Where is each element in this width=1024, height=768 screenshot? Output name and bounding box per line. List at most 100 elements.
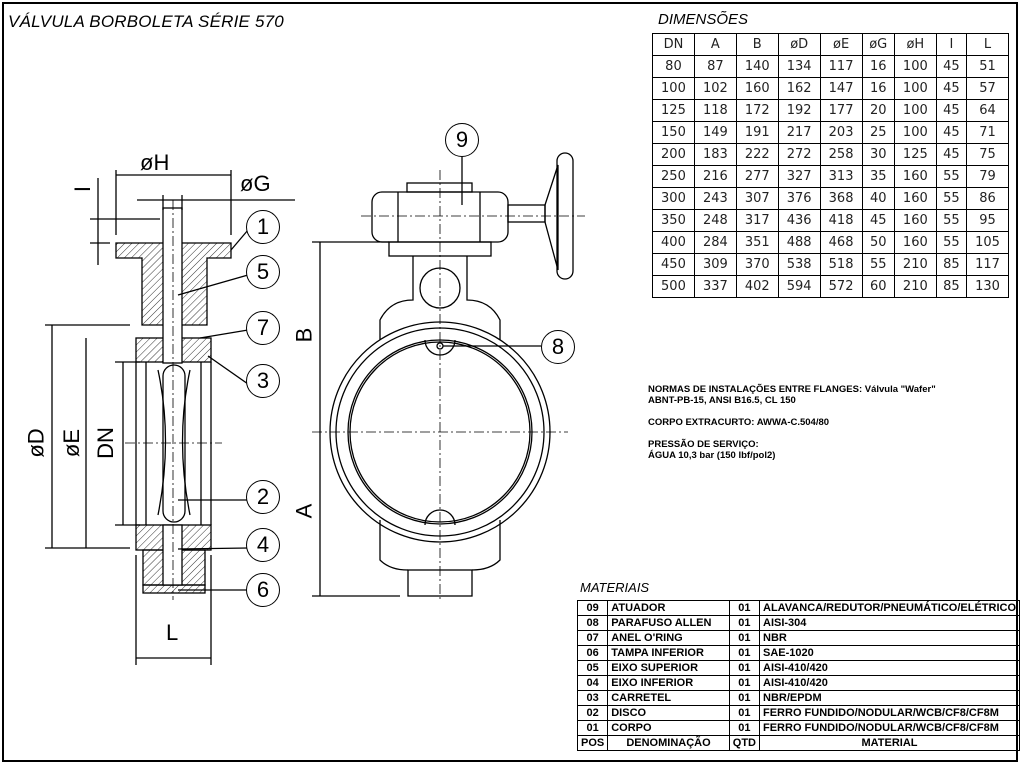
dimensions-cell: 217	[777, 121, 821, 144]
dim-label-l: L	[166, 620, 179, 645]
materials-cell: DENOMINAÇÃO	[607, 735, 730, 751]
callout-7: 7	[246, 311, 280, 345]
materials-cell: FERRO FUNDIDO/NODULAR/WCB/CF8/CF8M	[759, 720, 1020, 736]
dimensions-cell: 307	[735, 187, 779, 210]
dimensions-cell: 102	[693, 77, 737, 100]
dimensions-cell: 130	[966, 275, 1009, 298]
dimensions-cell: 16	[861, 77, 895, 100]
dimensions-cell: 277	[735, 165, 779, 188]
materials-cell: 06	[576, 645, 609, 661]
dimensions-cell: 95	[966, 209, 1009, 232]
dimensions-cell: 100	[893, 99, 937, 122]
materials-cell: 01	[728, 720, 761, 736]
dimensions-cell: 183	[693, 143, 737, 166]
callout-3: 3	[246, 364, 280, 398]
dimensions-cell: 30	[861, 143, 895, 166]
dimensions-cell: 309	[693, 253, 737, 276]
dimensions-cell: 172	[735, 99, 779, 122]
materials-cell: QTD	[728, 735, 761, 751]
dimensions-cell: 35	[861, 165, 895, 188]
dimensions-cell: 80	[652, 55, 695, 78]
dimensions-cell: 75	[966, 143, 1009, 166]
dimensions-cell: 368	[819, 187, 863, 210]
materials-cell: SAE-1020	[759, 645, 1020, 661]
dimensions-cell: 317	[735, 209, 779, 232]
dimensions-cell: 160	[893, 165, 937, 188]
materials-cell: ALAVANCA/REDUTOR/PNEUMÁTICO/ELÉTRICO	[759, 600, 1020, 616]
dimensions-cell: 79	[966, 165, 1009, 188]
dimensions-cell: 45	[935, 99, 968, 122]
dimensions-cell: 105	[966, 231, 1009, 254]
drawing-title: VÁLVULA BORBOLETA SÉRIE 570	[8, 12, 284, 31]
dimensions-cell: 402	[735, 275, 779, 298]
dimensions-cell: 450	[652, 253, 695, 276]
materials-cell: NBR/EPDM	[759, 690, 1020, 706]
materials-cell: 01	[728, 645, 761, 661]
materials-cell: 07	[576, 630, 609, 646]
dimensions-cell: 16	[861, 55, 895, 78]
dimensions-cell: 64	[966, 99, 1009, 122]
dim-label-e: øE	[59, 428, 85, 458]
dimensions-title: DIMENSÕES	[658, 11, 749, 28]
dimensions-cell: 147	[819, 77, 863, 100]
dimensions-cell: 210	[893, 275, 937, 298]
dimensions-cell: 500	[652, 275, 695, 298]
dimensions-cell: 313	[819, 165, 863, 188]
materials-cell: 01	[728, 600, 761, 616]
materials-cell: TAMPA INFERIOR	[607, 645, 730, 661]
materials-cell: 01	[728, 615, 761, 631]
materials-cell: FERRO FUNDIDO/NODULAR/WCB/CF8/CF8M	[759, 705, 1020, 721]
note-pressure-value: ÁGUA 10,3 bar (150 lbf/pol2)	[648, 450, 776, 461]
dim-label-b: B	[291, 327, 317, 343]
materials-cell: 04	[576, 675, 609, 691]
dimensions-cell: 85	[935, 275, 968, 298]
callout-9: 9	[445, 123, 479, 157]
dimensions-cell: 160	[893, 187, 937, 210]
dimensions-cell: 160	[893, 231, 937, 254]
materials-cell: PARAFUSO ALLEN	[607, 615, 730, 631]
dimensions-cell: 192	[777, 99, 821, 122]
section-view	[45, 170, 295, 665]
note-standards: NORMAS DE INSTALAÇÕES ENTRE FLANGES: Vál…	[648, 384, 936, 395]
dimensions-header-cell: øG	[861, 33, 895, 56]
dimensions-cell: 400	[652, 231, 695, 254]
dimensions-cell: 57	[966, 77, 1009, 100]
dimensions-cell: 572	[819, 275, 863, 298]
dimensions-cell: 518	[819, 253, 863, 276]
dimensions-cell: 488	[777, 231, 821, 254]
dimensions-cell: 160	[893, 209, 937, 232]
dimensions-cell: 25	[861, 121, 895, 144]
dimensions-cell: 45	[935, 77, 968, 100]
callout-4: 4	[246, 528, 280, 562]
dimensions-cell: 337	[693, 275, 737, 298]
dimensions-cell: 50	[861, 231, 895, 254]
dimensions-cell: 45	[861, 209, 895, 232]
materials-cell: AISI-410/420	[759, 675, 1020, 691]
dimensions-cell: 134	[777, 55, 821, 78]
materials-title: MATERIAIS	[580, 580, 650, 595]
materials-cell: NBR	[759, 630, 1020, 646]
dimensions-cell: 85	[935, 253, 968, 276]
materials-cell: EIXO INFERIOR	[607, 675, 730, 691]
dimensions-cell: 118	[693, 99, 737, 122]
dimensions-cell: 60	[861, 275, 895, 298]
dimensions-cell: 327	[777, 165, 821, 188]
dimensions-cell: 594	[777, 275, 821, 298]
dimensions-cell: 300	[652, 187, 695, 210]
dim-label-d: øD	[23, 428, 49, 458]
materials-cell: 01	[728, 705, 761, 721]
dimensions-cell: 55	[861, 253, 895, 276]
dimensions-cell: 55	[935, 231, 968, 254]
materials-cell: ATUADOR	[607, 600, 730, 616]
callout-8: 8	[541, 330, 575, 364]
